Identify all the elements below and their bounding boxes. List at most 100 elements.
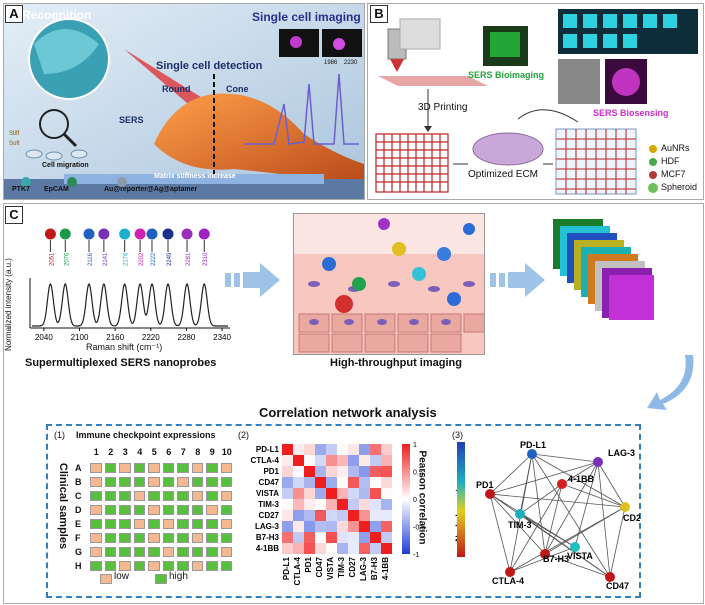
heatmap-cell <box>381 455 392 466</box>
probe-icon <box>44 228 56 240</box>
x-tick-label: 2100 <box>71 333 89 342</box>
network-edge <box>544 506 626 555</box>
heatmap-cell <box>304 477 315 488</box>
grid-row-label: C <box>75 491 82 501</box>
heatmap-cell <box>326 444 337 455</box>
heatmap-row-label: TIM-3 <box>258 500 279 509</box>
sers-biosensing-label: SERS Biosensing <box>593 108 669 118</box>
peak-label: 2249 <box>167 252 173 266</box>
curved-arrow-icon <box>647 355 694 410</box>
heatmap-row-label: CTLA-4 <box>251 456 280 465</box>
legend-epcam: EpCAM <box>44 186 69 193</box>
network-node <box>527 449 537 459</box>
network-node <box>505 567 515 577</box>
heatmap-cell <box>359 532 370 543</box>
grid-cell <box>191 477 203 487</box>
network-node-label: PD-L1 <box>520 440 546 450</box>
heatmap-col-label: CD47 <box>315 556 324 577</box>
heatmap-cell <box>359 455 370 466</box>
grid-cell <box>119 519 131 529</box>
grid-cell <box>90 547 102 557</box>
legend-high-swatch <box>155 574 167 584</box>
heatmap-cell <box>359 444 370 455</box>
peak-label: 2076 <box>64 252 70 266</box>
grid-cell <box>90 491 102 501</box>
grid-cell <box>206 519 218 529</box>
network-edge <box>609 506 626 578</box>
grid-cell <box>177 547 189 557</box>
heatmap-cell <box>337 521 348 532</box>
grid-cell <box>90 477 102 487</box>
heatmap-cell <box>304 532 315 543</box>
heatmap-col-label: LAG-3 <box>359 556 368 581</box>
heatmap-cell <box>381 499 392 510</box>
heatmap-cell <box>282 499 293 510</box>
grid-cell <box>220 519 232 529</box>
grid-cell <box>220 463 232 473</box>
heatmap-cell <box>326 532 337 543</box>
heatmap-cell <box>348 532 359 543</box>
heatmap-cell <box>359 521 370 532</box>
peak-label: 2281 <box>186 252 192 266</box>
grid-col-label: 7 <box>180 447 186 457</box>
grid-cell <box>177 505 189 515</box>
heatmap-cell <box>326 466 337 477</box>
heatmap-cell <box>304 543 315 554</box>
probe-icon <box>146 228 158 240</box>
network-edge <box>531 453 611 578</box>
network-edge <box>489 493 511 573</box>
recognition-label: Recognition <box>22 8 92 22</box>
grid-cell <box>119 463 131 473</box>
colorbar-tick: 0.5 <box>413 470 423 477</box>
grid-cell <box>177 519 189 529</box>
grid-cell <box>162 505 174 515</box>
grid-col-label: 1 <box>93 447 99 457</box>
heatmap-cell <box>337 444 348 455</box>
peak-label: 2116 <box>88 252 94 266</box>
heatmap-cell <box>359 499 370 510</box>
x-tick-label: 2040 <box>35 333 53 342</box>
network-edge <box>509 483 563 573</box>
x-tick-label: 2280 <box>178 333 196 342</box>
network-edge <box>509 546 576 573</box>
probe-icon <box>181 228 193 240</box>
heatmap-cell <box>348 543 359 554</box>
sub1-num: (1) <box>54 430 65 440</box>
heatmap-cell <box>337 466 348 477</box>
grid-cell <box>206 533 218 543</box>
heatmap-cell <box>304 488 315 499</box>
network-edge <box>489 493 626 508</box>
panel-a: Recognition Single cell imaging Single c… <box>3 3 365 200</box>
grid-cell <box>206 561 218 571</box>
heatmap-col-label: 4-1BB <box>381 557 390 580</box>
grid-cell <box>220 561 232 571</box>
network-node-label: CD47 <box>606 581 629 591</box>
heatmap-cell <box>348 510 359 521</box>
3d-printing-label: 3D Printing <box>418 102 468 113</box>
heatmap-cell <box>293 532 304 543</box>
single-cell-imaging-label: Single cell imaging <box>252 10 361 24</box>
grid-cell <box>133 505 145 515</box>
network-edge <box>489 493 546 555</box>
sers-label: SERS <box>119 115 144 125</box>
matrix-stiffness-label: Matrix stiffness increase <box>154 173 236 180</box>
heatmap-cell <box>315 510 326 521</box>
grid-row-label: G <box>75 547 83 557</box>
grid-cell <box>191 491 203 501</box>
panel-b-illustration <box>375 9 698 195</box>
legend-low: low <box>114 571 130 582</box>
grid-cell <box>104 505 116 515</box>
heatmap-cell <box>381 477 392 488</box>
network-edge <box>544 553 611 578</box>
network-node <box>515 509 525 519</box>
heatmap-cell <box>293 455 304 466</box>
colorbar-tick: -0.5 <box>413 525 425 532</box>
grid-cell <box>133 519 145 529</box>
network-edge <box>519 513 576 548</box>
network-node <box>593 457 603 467</box>
legend-ptk7: PTK7 <box>12 186 30 193</box>
peak-label: 2222 <box>151 252 157 266</box>
peak-label: 2051 <box>49 252 55 266</box>
heatmap-cell <box>326 488 337 499</box>
